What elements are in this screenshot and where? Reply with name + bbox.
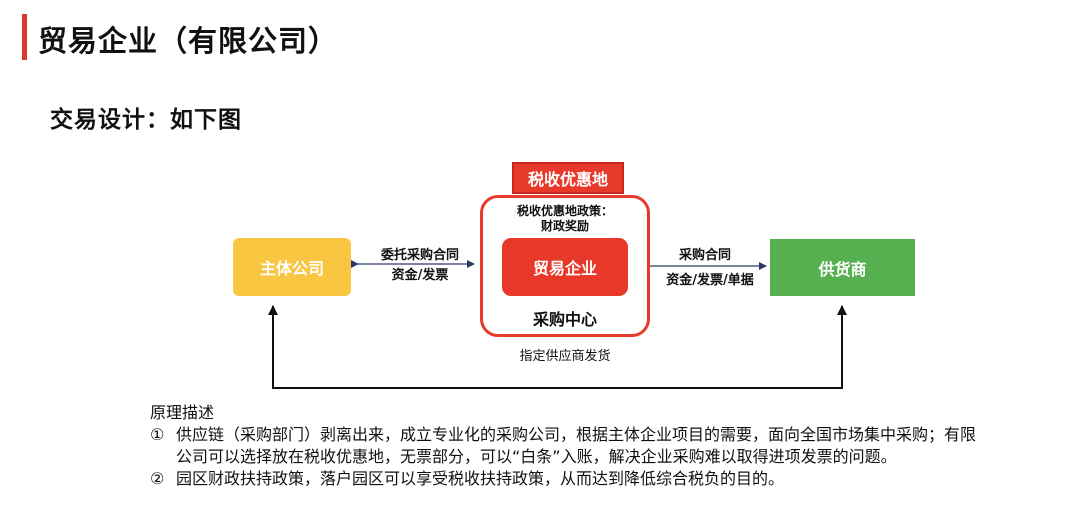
left-edge-label-1: 委托采购合同	[380, 248, 459, 263]
tax-zone-policy: 税收优惠地政策： 财政奖励	[484, 204, 646, 234]
tax-zone-label: 税收优惠地	[512, 162, 624, 194]
item-text: 园区财政扶持政策，落户园区可以享受税收扶持政策，从而达到降低综合税负的目的。	[176, 469, 785, 488]
supplier-node: 供货商	[770, 239, 915, 296]
trade-enterprise-node: 贸易企业	[502, 238, 628, 296]
right-edge-label-1: 采购合同	[678, 248, 731, 263]
section-title: 交易设计：如下图	[50, 107, 242, 133]
principle-item: ① 供应链（采购部门）剥离出来，成立专业化的采购公司，根据主体企业项目的需要，面…	[150, 424, 990, 468]
left-edge-label-2: 资金/发票	[391, 268, 449, 283]
principle-item: ② 园区财政扶持政策，落户园区可以享受税收扶持政策，从而达到降低综合税负的目的。	[150, 468, 990, 490]
principle-description: 原理描述 ① 供应链（采购部门）剥离出来，成立专业化的采购公司，根据主体企业项目…	[150, 402, 990, 490]
principle-heading: 原理描述	[150, 403, 215, 422]
item-number: ②	[150, 469, 165, 488]
title-accent-bar	[22, 14, 27, 60]
bottom-edge-label: 指定供应商发货	[519, 349, 611, 364]
item-text: 供应链（采购部门）剥离出来，成立专业化的采购公司，根据主体企业项目的需要，面向全…	[176, 425, 977, 466]
item-number: ①	[150, 425, 165, 444]
policy-line-1: 税收优惠地政策：	[516, 204, 613, 218]
right-edge-label-2: 资金/发票/单据	[666, 273, 754, 288]
purchase-center-label: 采购中心	[532, 310, 597, 329]
page-title: 贸易企业（有限公司）	[38, 24, 339, 58]
policy-line-2: 财政奖励	[540, 219, 589, 233]
main-company-node: 主体公司	[233, 238, 351, 296]
